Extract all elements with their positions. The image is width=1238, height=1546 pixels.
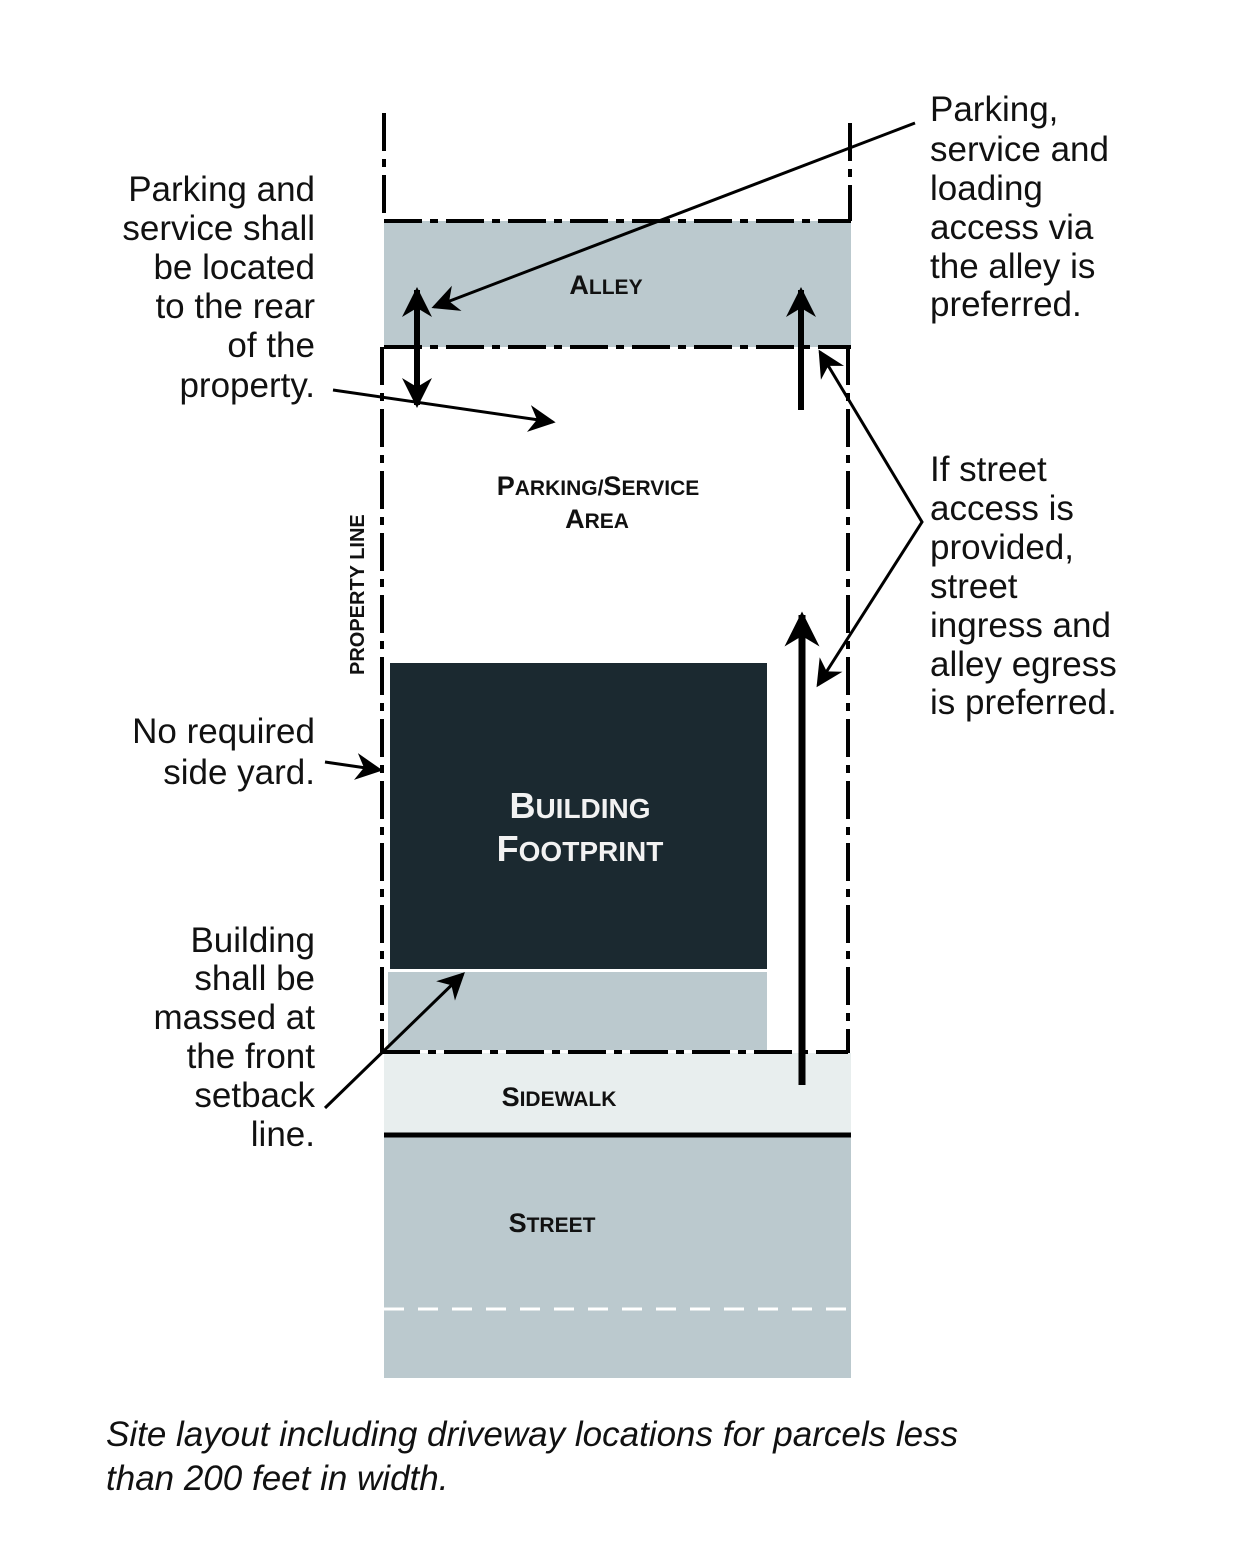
svg-text:access via: access via [930, 208, 1094, 247]
property-line-label: PROPERTY LINE [347, 514, 369, 675]
leader-arrows [323, 121, 924, 1110]
parking-area-label-line2: AREA [565, 504, 629, 534]
svg-text:line.: line. [251, 1115, 315, 1154]
note-alley-access: Parking, service and loading access via … [930, 90, 1109, 324]
parking-area-label-line1: PARKING/SERVICE [497, 471, 700, 501]
leader-side-yard [324, 753, 383, 780]
svg-text:the alley is: the alley is [930, 247, 1095, 286]
note-massing: Building shall be massed at the front se… [154, 921, 316, 1154]
svg-text:service shall: service shall [122, 209, 315, 248]
svg-text:preferred.: preferred. [930, 285, 1082, 324]
leader-massing [323, 972, 465, 1110]
svg-text:loading: loading [930, 169, 1043, 208]
svg-text:than 200 feet in width.: than 200 feet in width. [106, 1459, 448, 1498]
svg-text:is preferred.: is preferred. [930, 683, 1117, 722]
street-zone [384, 1135, 851, 1378]
svg-text:shall be: shall be [194, 959, 315, 998]
svg-text:Parking and: Parking and [128, 170, 315, 209]
front-setback-strip [388, 972, 767, 1050]
building-label-line1: BUILDING [509, 785, 650, 826]
sidewalk-zone [384, 1053, 851, 1135]
svg-text:provided,: provided, [930, 528, 1074, 567]
svg-text:access is: access is [930, 489, 1074, 528]
svg-text:Building: Building [190, 921, 315, 960]
svg-text:the front: the front [187, 1037, 316, 1076]
svg-text:street: street [930, 567, 1018, 606]
sidewalk-label: SIDEWALK [502, 1082, 617, 1112]
figure-caption: Site layout including driveway locations… [106, 1415, 958, 1498]
note-side-yard: No required side yard. [132, 712, 315, 792]
svg-text:setback: setback [194, 1076, 315, 1115]
note-street-access: If street access is provided, street ing… [930, 450, 1117, 722]
svg-text:No required: No required [132, 712, 315, 751]
svg-text:Site layout including driveway: Site layout including driveway locations… [106, 1415, 958, 1454]
building-footprint [390, 663, 767, 969]
alley-zone [384, 221, 851, 347]
alley-label: ALLEY [569, 270, 642, 300]
svg-text:If street: If street [930, 450, 1047, 489]
svg-text:property.: property. [179, 366, 315, 405]
svg-text:alley egress: alley egress [930, 645, 1117, 684]
svg-text:ingress and: ingress and [930, 606, 1111, 645]
property-lines [380, 113, 852, 1054]
svg-text:Parking,: Parking, [930, 90, 1058, 129]
leader-rear-parking [332, 388, 556, 432]
svg-text:massed at: massed at [154, 998, 316, 1037]
leader-alley-access [431, 121, 916, 311]
note-rear-parking: Parking and service shall be located to … [122, 170, 315, 405]
street-label: STREET [509, 1208, 596, 1238]
svg-text:be located: be located [153, 248, 315, 287]
svg-text:side yard.: side yard. [163, 753, 315, 792]
svg-text:to the rear: to the rear [155, 287, 315, 326]
leader-street-access [816, 349, 924, 688]
svg-text:service and: service and [930, 130, 1109, 169]
building-label-line2: FOOTPRINT [497, 828, 664, 869]
svg-text:of the: of the [227, 326, 315, 365]
